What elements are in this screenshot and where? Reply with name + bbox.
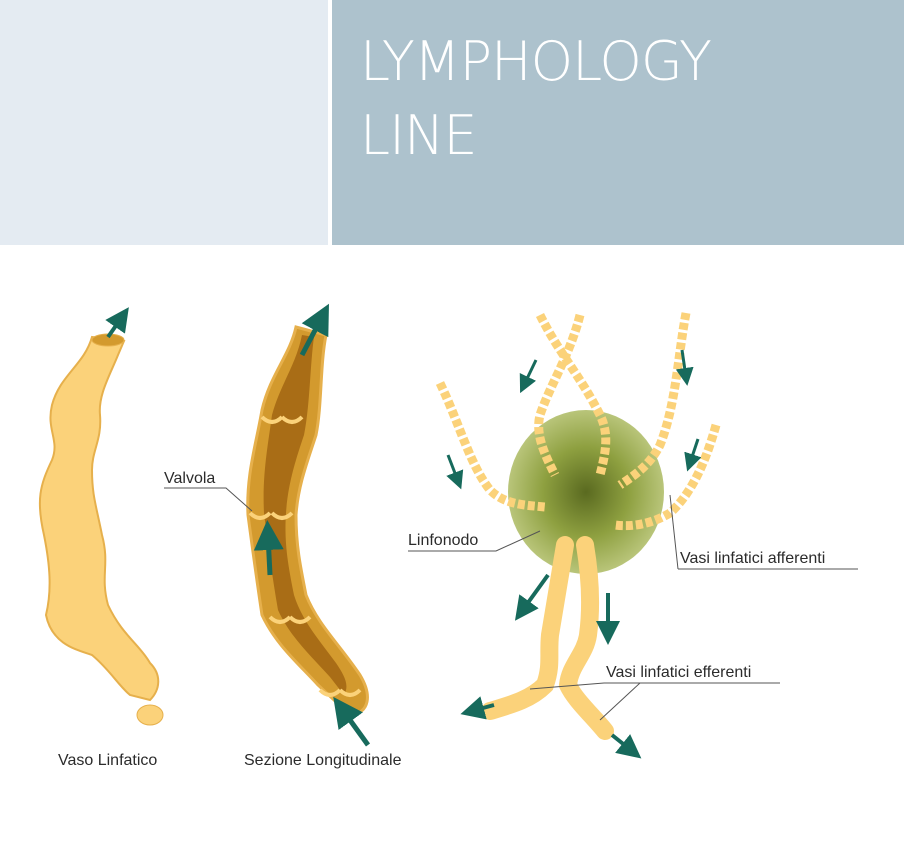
lymph-node-illustration bbox=[435, 312, 721, 759]
header-right-panel bbox=[332, 0, 904, 245]
header-left-panel bbox=[0, 0, 328, 245]
label-vaso-linfatico: Vaso Linfatico bbox=[58, 752, 157, 769]
title-line1: LYMPHOLOGY bbox=[360, 30, 712, 93]
lymph-diagram: Valvola Linfonodo Vasi linfatici afferen… bbox=[38, 303, 858, 769]
label-valvola: Valvola bbox=[164, 470, 215, 487]
leader-lines bbox=[164, 487, 858, 721]
title-line2: LINE bbox=[360, 104, 478, 167]
label-vasi-afferenti: Vasi linfatici afferenti bbox=[680, 550, 825, 567]
label-sezione-longitudinale: Sezione Longitudinale bbox=[244, 752, 402, 769]
longitudinal-section-illustration bbox=[246, 303, 371, 747]
lymph-vessel-illustration bbox=[38, 307, 164, 726]
label-linfonodo: Linfonodo bbox=[408, 532, 478, 549]
label-vasi-efferenti: Vasi linfatici efferenti bbox=[606, 664, 751, 681]
